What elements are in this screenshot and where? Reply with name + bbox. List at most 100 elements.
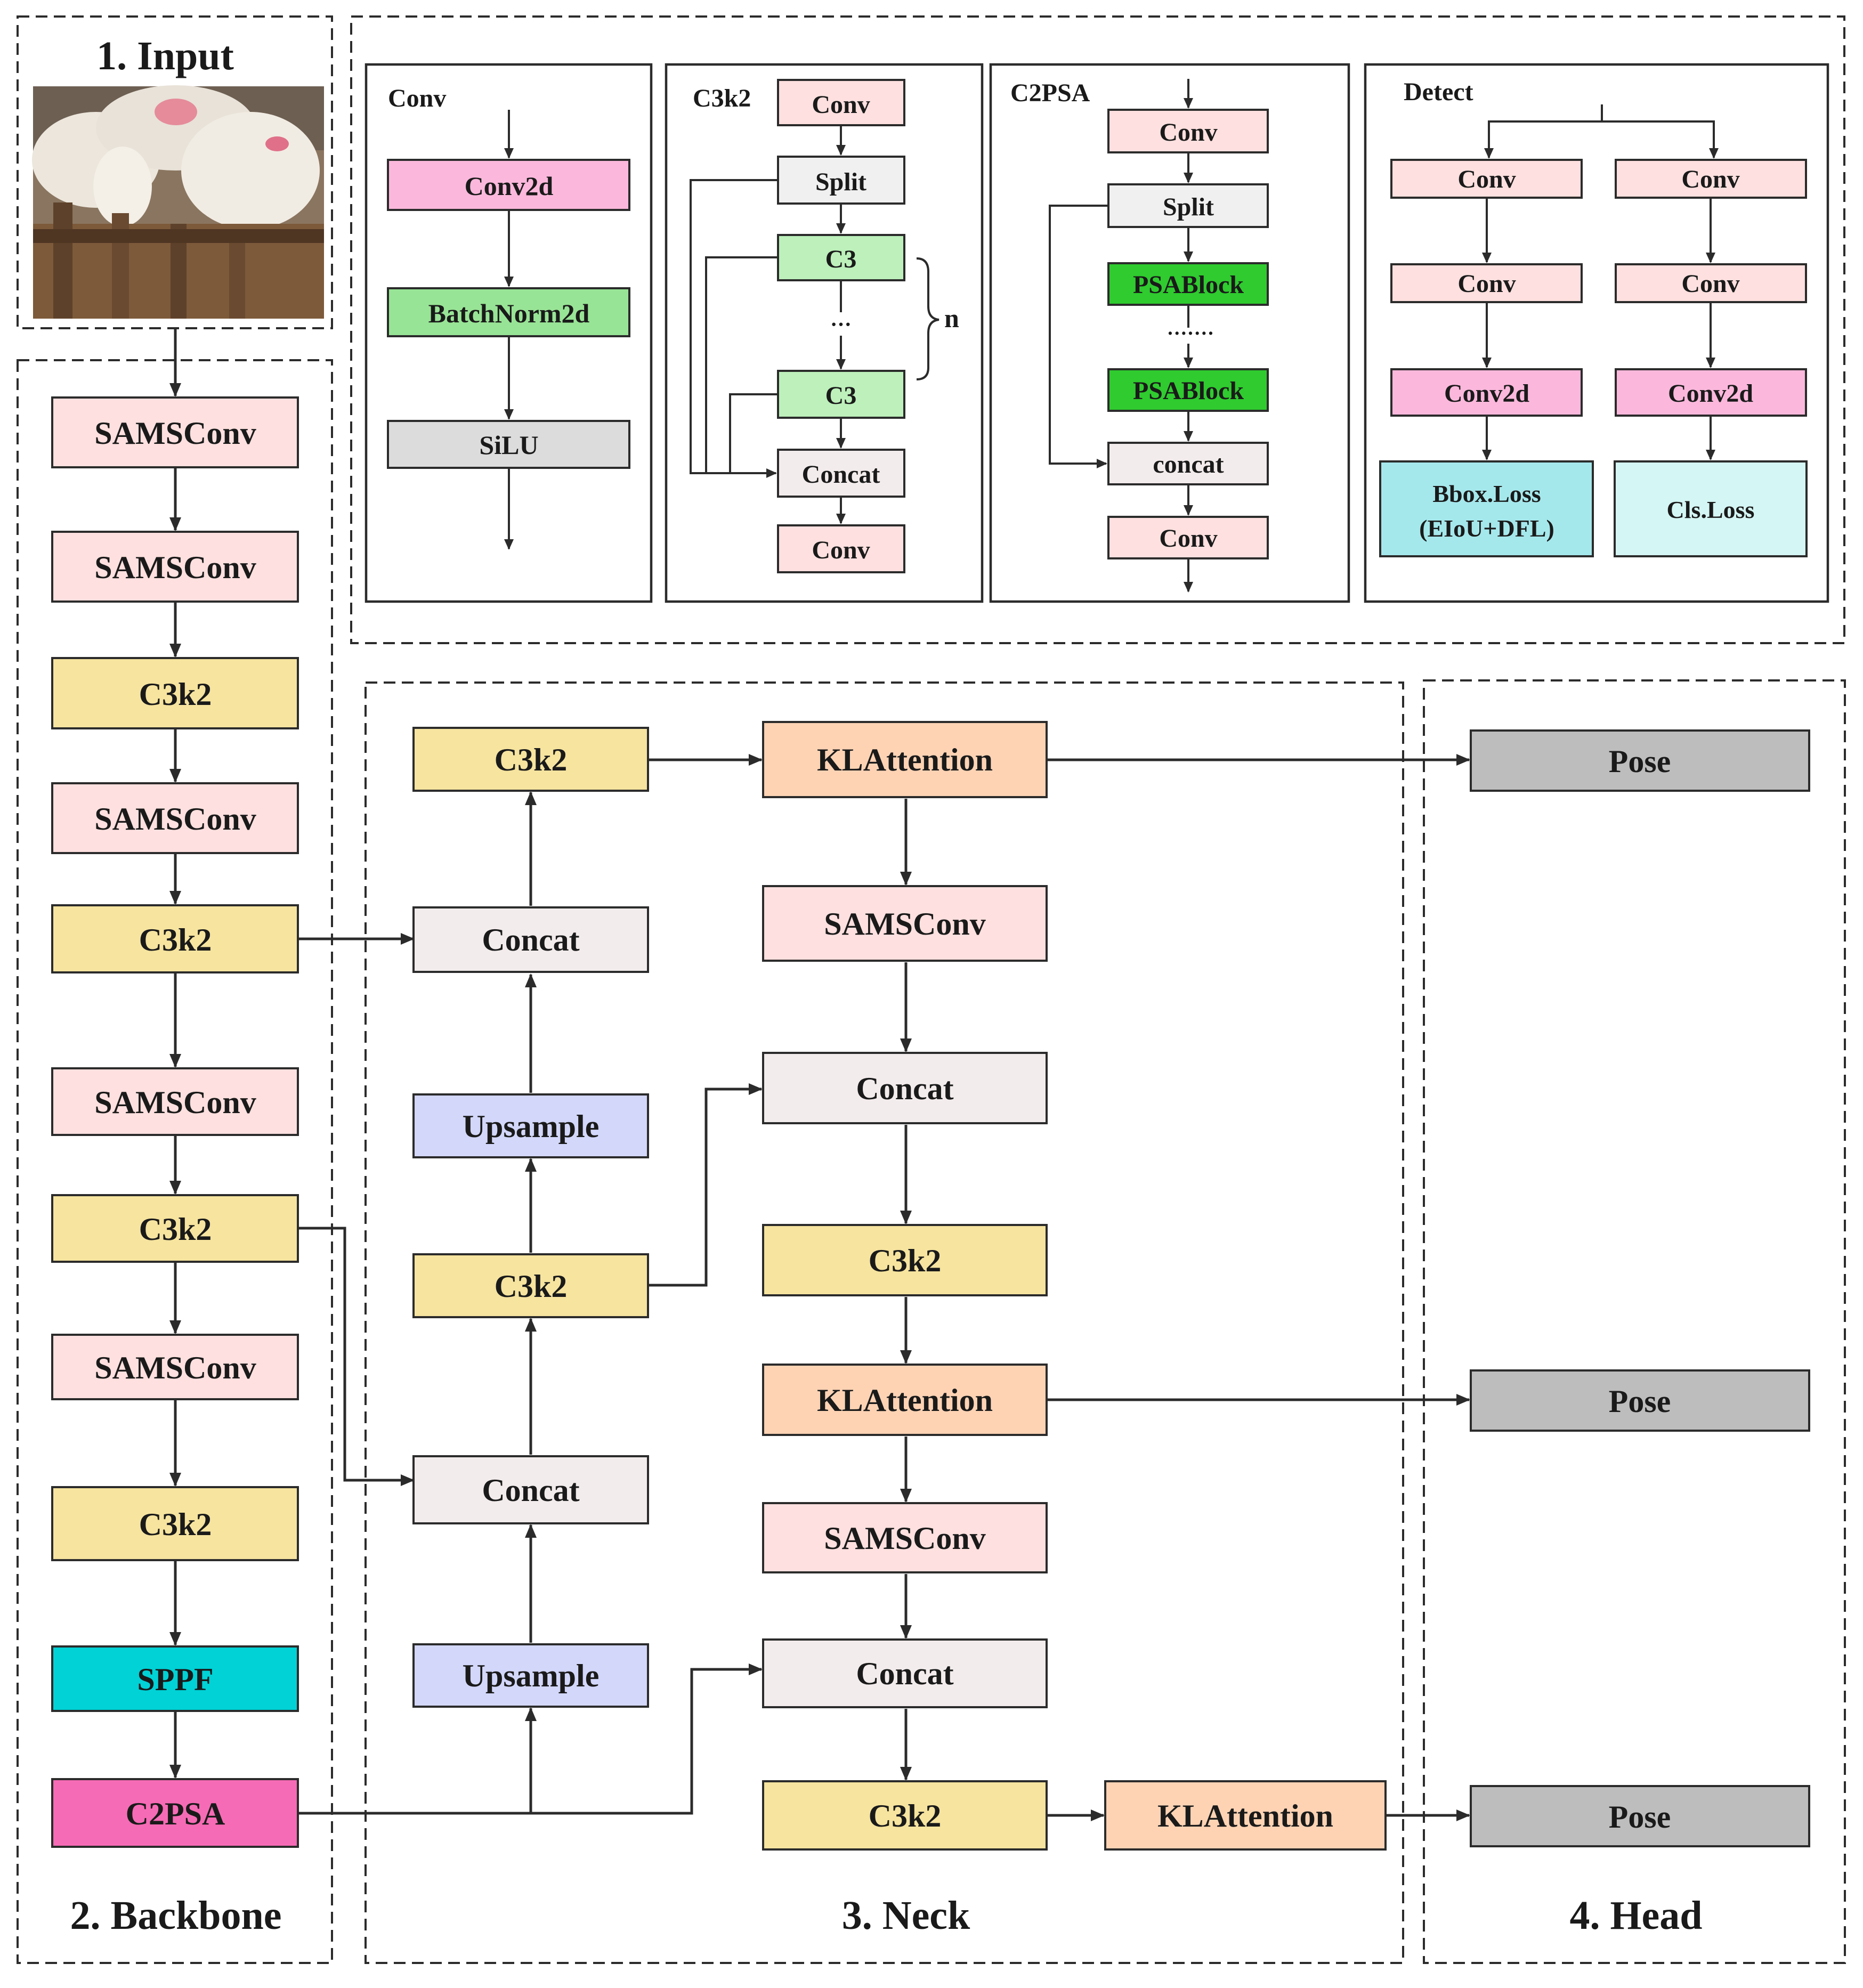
svg-text:BatchNorm2d: BatchNorm2d <box>428 298 590 328</box>
svg-text:Detect: Detect <box>1404 78 1473 106</box>
svg-text:C2PSA: C2PSA <box>126 1796 225 1831</box>
svg-text:C3k2: C3k2 <box>495 742 568 777</box>
svg-text:C3k2: C3k2 <box>139 1212 212 1247</box>
svg-text:n: n <box>944 303 959 333</box>
svg-text:Conv: Conv <box>1159 524 1217 553</box>
svg-text:Conv: Conv <box>812 536 870 564</box>
neck-title: 3. Neck <box>842 1893 970 1938</box>
svg-text:Concat: Concat <box>482 1473 579 1508</box>
svg-text:Concat: Concat <box>856 1071 953 1106</box>
svg-text:SAMSConv: SAMSConv <box>94 1085 256 1120</box>
module-c3k2: C3k2 Conv Split C3 ··· C3 Concat Conv n <box>665 63 984 603</box>
backbone-block-2: SAMSConv <box>51 531 299 603</box>
svg-text:C3k2: C3k2 <box>495 1269 568 1304</box>
svg-text:···: ··· <box>830 312 852 336</box>
neck-left-block-5: Concat <box>412 1455 649 1524</box>
svg-text:KLAttention: KLAttention <box>817 742 993 777</box>
backbone-block-8: SAMSConv <box>51 1334 299 1400</box>
svg-text:SAMSConv: SAMSConv <box>94 550 256 585</box>
svg-text:Concat: Concat <box>802 460 880 489</box>
backbone-title: 2. Backbone <box>70 1893 282 1938</box>
svg-text:Conv: Conv <box>812 91 870 119</box>
svg-text:Pose: Pose <box>1609 1799 1671 1835</box>
backbone-block-1: SAMSConv <box>51 396 299 468</box>
neck-right-block-8: C3k2 <box>762 1780 1048 1851</box>
input-title: 1. Input <box>96 34 234 78</box>
backbone-block-10: SPPF <box>51 1645 299 1712</box>
neck-left-block-6: Upsample <box>412 1643 649 1708</box>
neck-right-block-4: C3k2 <box>762 1224 1048 1296</box>
neck-section <box>365 681 1404 1964</box>
svg-text:Concat: Concat <box>482 922 579 958</box>
svg-text:SAMSConv: SAMSConv <box>824 1521 985 1556</box>
svg-text:SAMSConv: SAMSConv <box>824 906 985 942</box>
svg-text:(EIoU+DFL): (EIoU+DFL) <box>1419 515 1554 542</box>
input-image <box>32 85 324 319</box>
backbone-block-9: C3k2 <box>51 1486 299 1561</box>
svg-text:Upsample: Upsample <box>463 1658 600 1693</box>
svg-text:Split: Split <box>815 168 866 196</box>
head-pose-1: Pose <box>1470 729 1810 792</box>
head-pose-2: Pose <box>1470 1369 1810 1432</box>
neck-left-block-3: Upsample <box>412 1093 649 1158</box>
svg-text:Conv2d: Conv2d <box>1444 379 1529 408</box>
svg-text:KLAttention: KLAttention <box>817 1383 993 1418</box>
neck-left-block-1: C3k2 <box>412 727 649 792</box>
backbone-section <box>17 359 333 1964</box>
svg-text:SAMSConv: SAMSConv <box>94 416 256 451</box>
svg-text:concat: concat <box>1153 450 1224 478</box>
head-title: 4. Head <box>1569 1893 1702 1938</box>
svg-text:Concat: Concat <box>856 1656 953 1691</box>
neck-arrows <box>298 754 1470 1821</box>
svg-text:SPPF: SPPF <box>137 1662 213 1697</box>
svg-text:Split: Split <box>1163 193 1214 221</box>
svg-text:C3k2: C3k2 <box>869 1243 942 1278</box>
svg-text:·······: ······· <box>1167 322 1214 345</box>
svg-text:C3: C3 <box>825 245 857 273</box>
backbone-block-11: C2PSA <box>51 1778 299 1848</box>
modules-section <box>350 15 1845 644</box>
neck-left-block-2: Concat <box>412 906 649 973</box>
svg-text:Upsample: Upsample <box>463 1109 600 1144</box>
svg-text:C3: C3 <box>825 382 857 410</box>
head-section <box>1423 679 1846 1964</box>
neck-right-block-6: SAMSConv <box>762 1502 1048 1573</box>
svg-text:Conv: Conv <box>1681 165 1739 193</box>
svg-text:PSABlock: PSABlock <box>1133 271 1244 299</box>
neck-right-block-5: KLAttention <box>762 1364 1048 1436</box>
svg-text:Conv: Conv <box>1457 165 1516 193</box>
svg-text:Conv: Conv <box>1457 270 1516 298</box>
svg-text:C3k2: C3k2 <box>139 677 212 712</box>
module-conv: Conv Conv2d BatchNorm2d SiLU <box>365 63 653 603</box>
svg-text:C3k2: C3k2 <box>693 84 751 112</box>
svg-text:C3k2: C3k2 <box>869 1798 942 1833</box>
svg-text:SiLU: SiLU <box>479 430 538 460</box>
svg-text:Conv: Conv <box>388 84 446 112</box>
backbone-block-6: SAMSConv <box>51 1067 299 1136</box>
module-c2psa: C2PSA Conv Split PSABlock ······· PSABlo… <box>989 63 1350 603</box>
svg-text:C3k2: C3k2 <box>139 922 212 958</box>
svg-text:Bbox.Loss: Bbox.Loss <box>1432 480 1541 507</box>
backbone-block-4: SAMSConv <box>51 782 299 854</box>
svg-text:C3k2: C3k2 <box>139 1507 212 1542</box>
svg-text:Pose: Pose <box>1609 1384 1671 1419</box>
head-pose-3: Pose <box>1470 1785 1810 1847</box>
backbone-block-5: C3k2 <box>51 904 299 973</box>
svg-text:PSABlock: PSABlock <box>1133 377 1244 405</box>
backbone-block-3: C3k2 <box>51 657 299 729</box>
svg-text:Conv: Conv <box>1681 270 1739 298</box>
neck-right-block-3: Concat <box>762 1052 1048 1124</box>
module-detect: Detect Conv Conv Conv2d Bbox.Loss (EIoU+… <box>1364 63 1829 603</box>
svg-text:Pose: Pose <box>1609 744 1671 779</box>
neck-right-block-2: SAMSConv <box>762 885 1048 962</box>
neck-right-block-1: KLAttention <box>762 721 1048 798</box>
backbone-block-7: C3k2 <box>51 1194 299 1263</box>
neck-right-block-7: Concat <box>762 1638 1048 1708</box>
svg-text:SAMSConv: SAMSConv <box>94 1350 256 1385</box>
svg-text:SAMSConv: SAMSConv <box>94 801 256 837</box>
svg-text:KLAttention: KLAttention <box>1157 1798 1333 1833</box>
svg-text:Conv: Conv <box>1159 118 1217 147</box>
svg-text:Cls.Loss: Cls.Loss <box>1667 496 1755 523</box>
svg-text:C2PSA: C2PSA <box>1010 79 1090 107</box>
